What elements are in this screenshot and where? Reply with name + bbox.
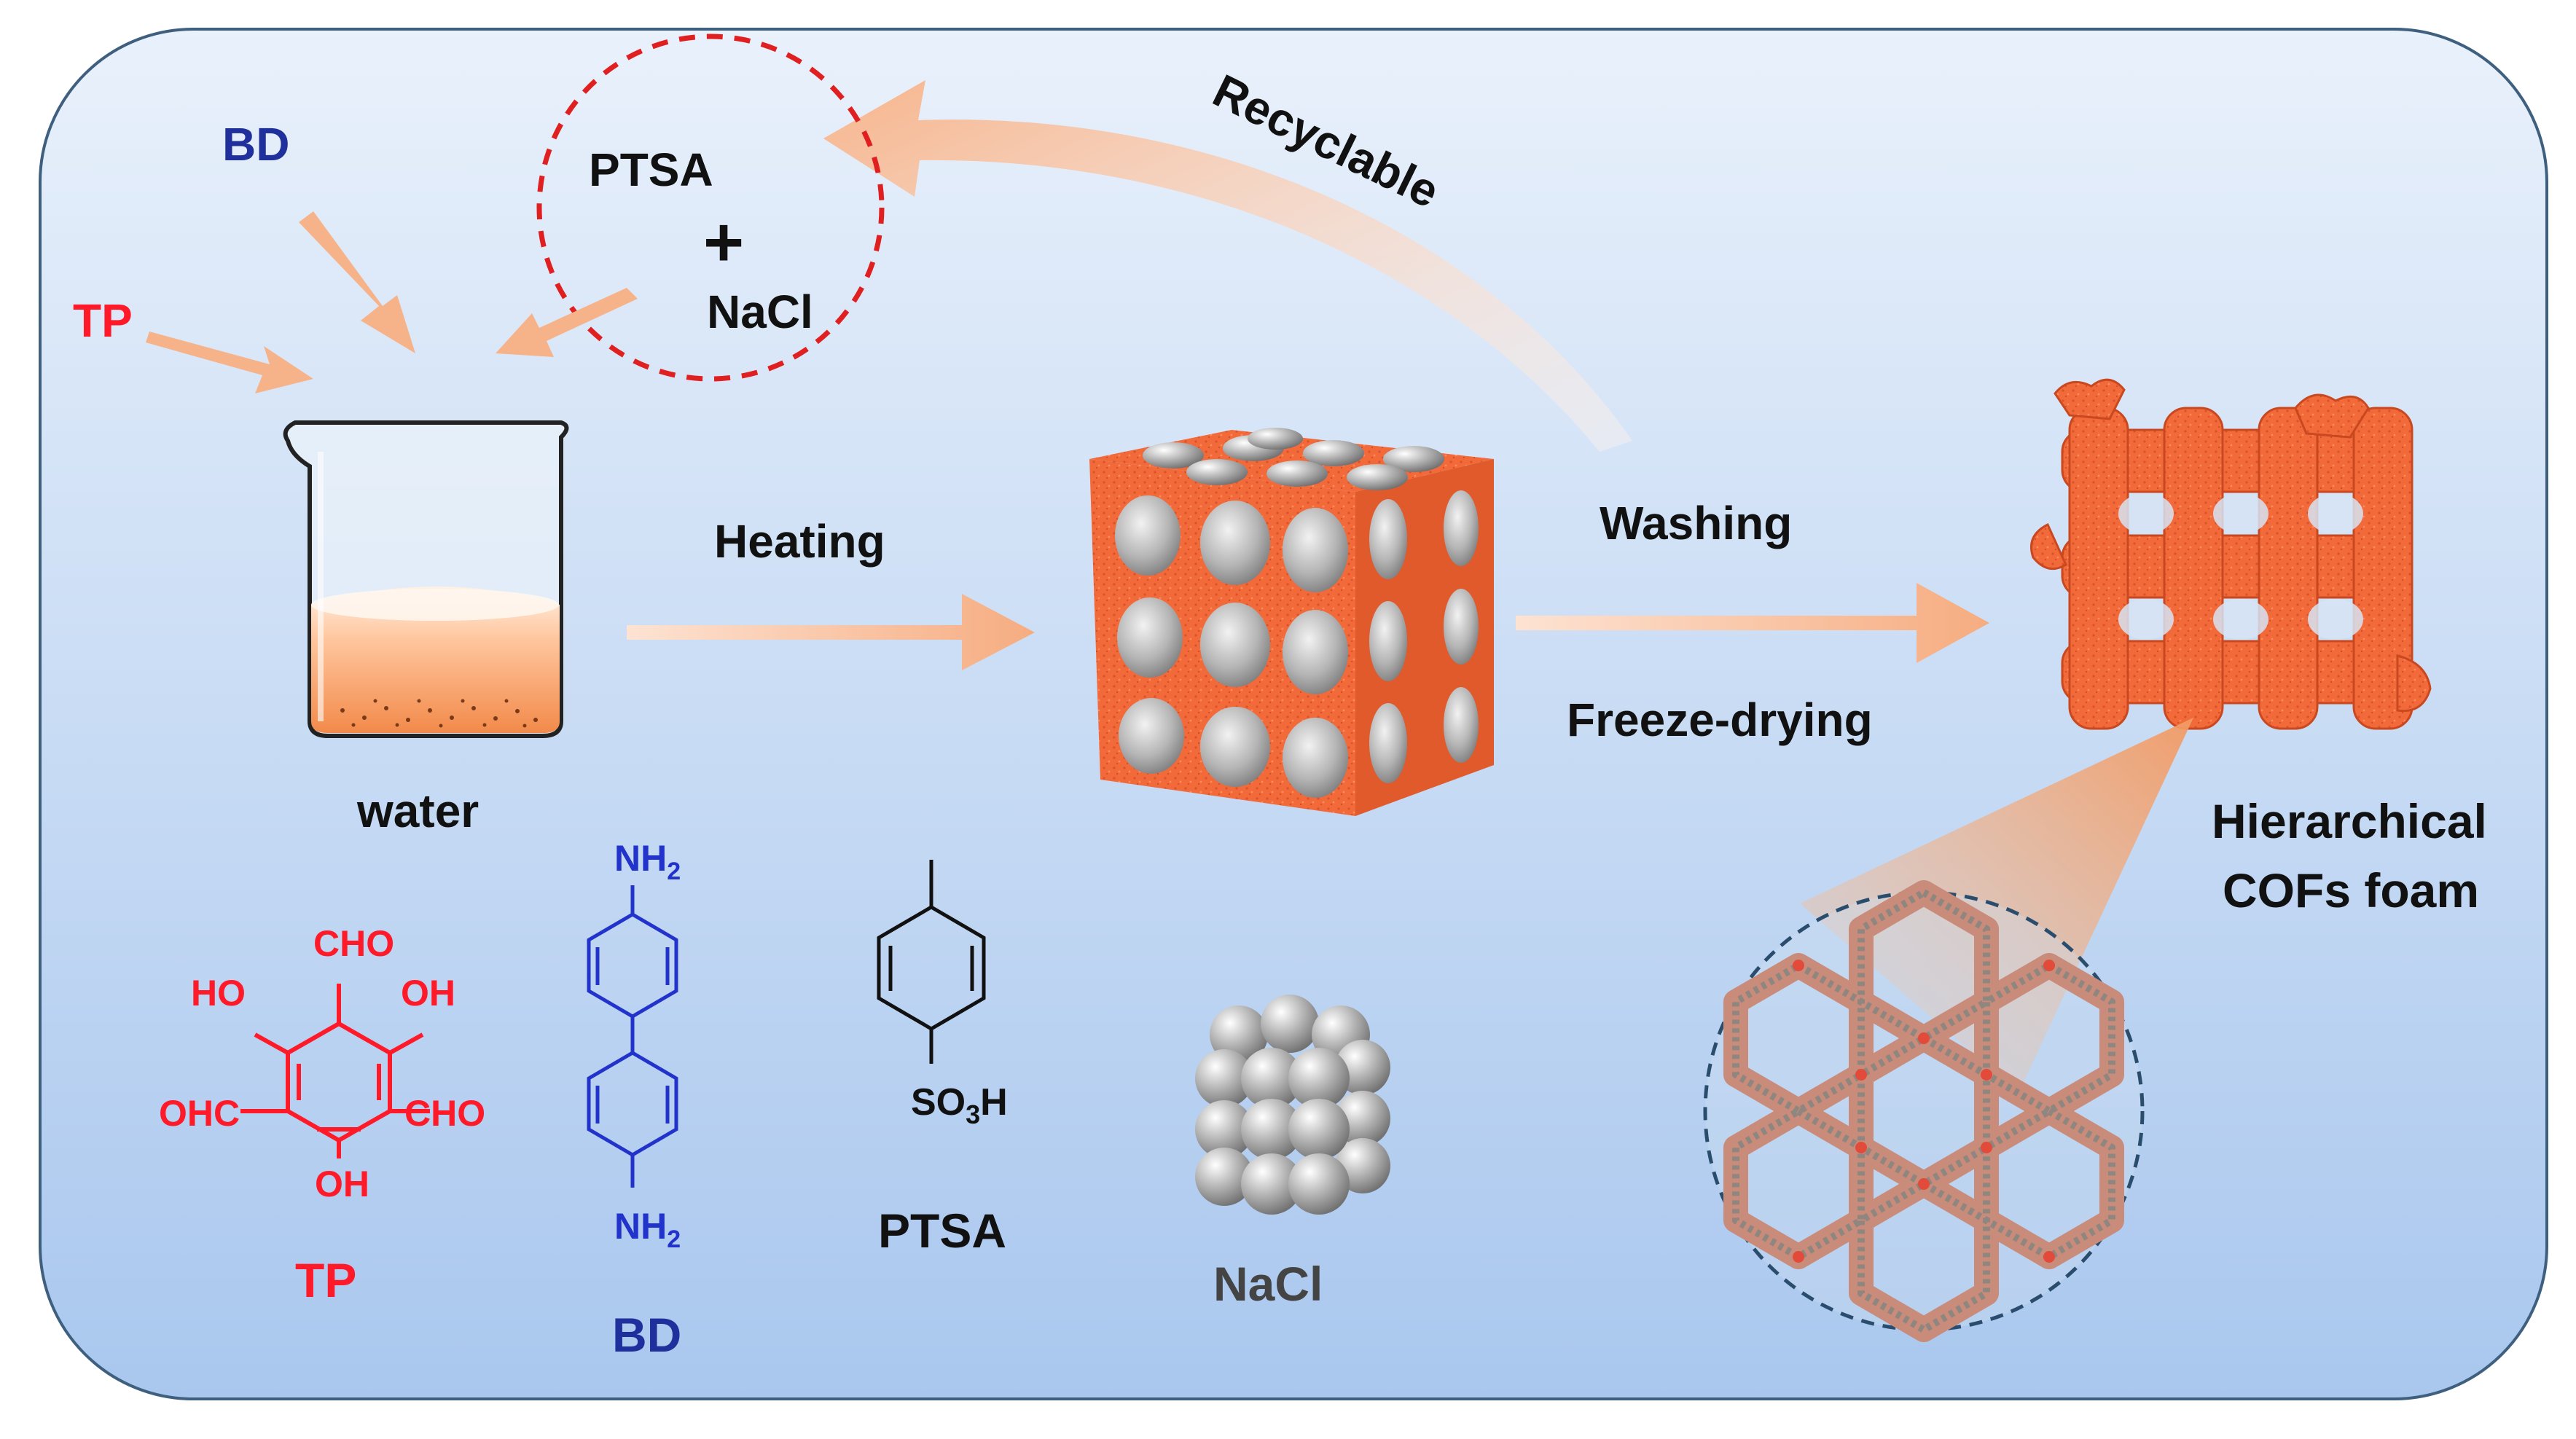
bd-top-group: NH2 (614, 838, 681, 885)
tp-left-oh: HO (191, 973, 246, 1013)
product-label-line1: Hierarchical (2212, 794, 2487, 848)
tp-bottom-oh: OH (315, 1164, 369, 1204)
bd-bottom-group: NH2 (614, 1206, 681, 1253)
ptsa-structure (877, 860, 986, 1064)
bd-structure (587, 885, 678, 1188)
beaker-icon (283, 420, 569, 738)
nacl-structure-name: NaCl (1213, 1257, 1323, 1311)
tp-left-cho: OHC (159, 1093, 240, 1134)
freeze-drying-label: Freeze-drying (1567, 694, 1873, 746)
water-label: water (356, 785, 479, 837)
plus-sign: + (703, 203, 744, 281)
heating-label: Heating (714, 515, 885, 568)
cof-hexagonal-framework-icon (1703, 880, 2145, 1342)
bd-labels: NH2 NH2 (614, 838, 681, 1253)
tp-top-label: TP (73, 294, 133, 347)
washing-arrow (1516, 583, 1989, 663)
recycle-dashed-ellipse (536, 34, 885, 382)
heating-arrow (627, 594, 1035, 670)
nacl-top-label: NaCl (707, 286, 813, 338)
cof-foam-holes (2118, 493, 2363, 640)
tp-top-group: CHO (313, 923, 394, 964)
product-label-line2: COFs foam (2223, 863, 2479, 917)
ptsa-group: SO3H (911, 1081, 1008, 1129)
bd-top-label: BD (222, 118, 289, 170)
washing-label: Washing (1600, 497, 1792, 549)
tp-right-cho: CHO (404, 1093, 485, 1134)
ptsa-structure-name: PTSA (878, 1204, 1006, 1258)
input-arrows (146, 211, 638, 393)
tp-labels: CHO HO OH OHC CHO OH (159, 923, 485, 1204)
recyclable-arrow (823, 80, 1632, 452)
ptsa-top-label: PTSA (589, 144, 713, 196)
porous-cube-icon (1089, 428, 1494, 816)
tp-structure (240, 984, 430, 1158)
cof-foam-icon (2030, 378, 2432, 730)
tp-right-oh: OH (401, 973, 455, 1013)
tp-structure-name: TP (295, 1253, 356, 1307)
bd-structure-name: BD (612, 1308, 681, 1362)
nacl-crystal-icon (1195, 995, 1390, 1215)
